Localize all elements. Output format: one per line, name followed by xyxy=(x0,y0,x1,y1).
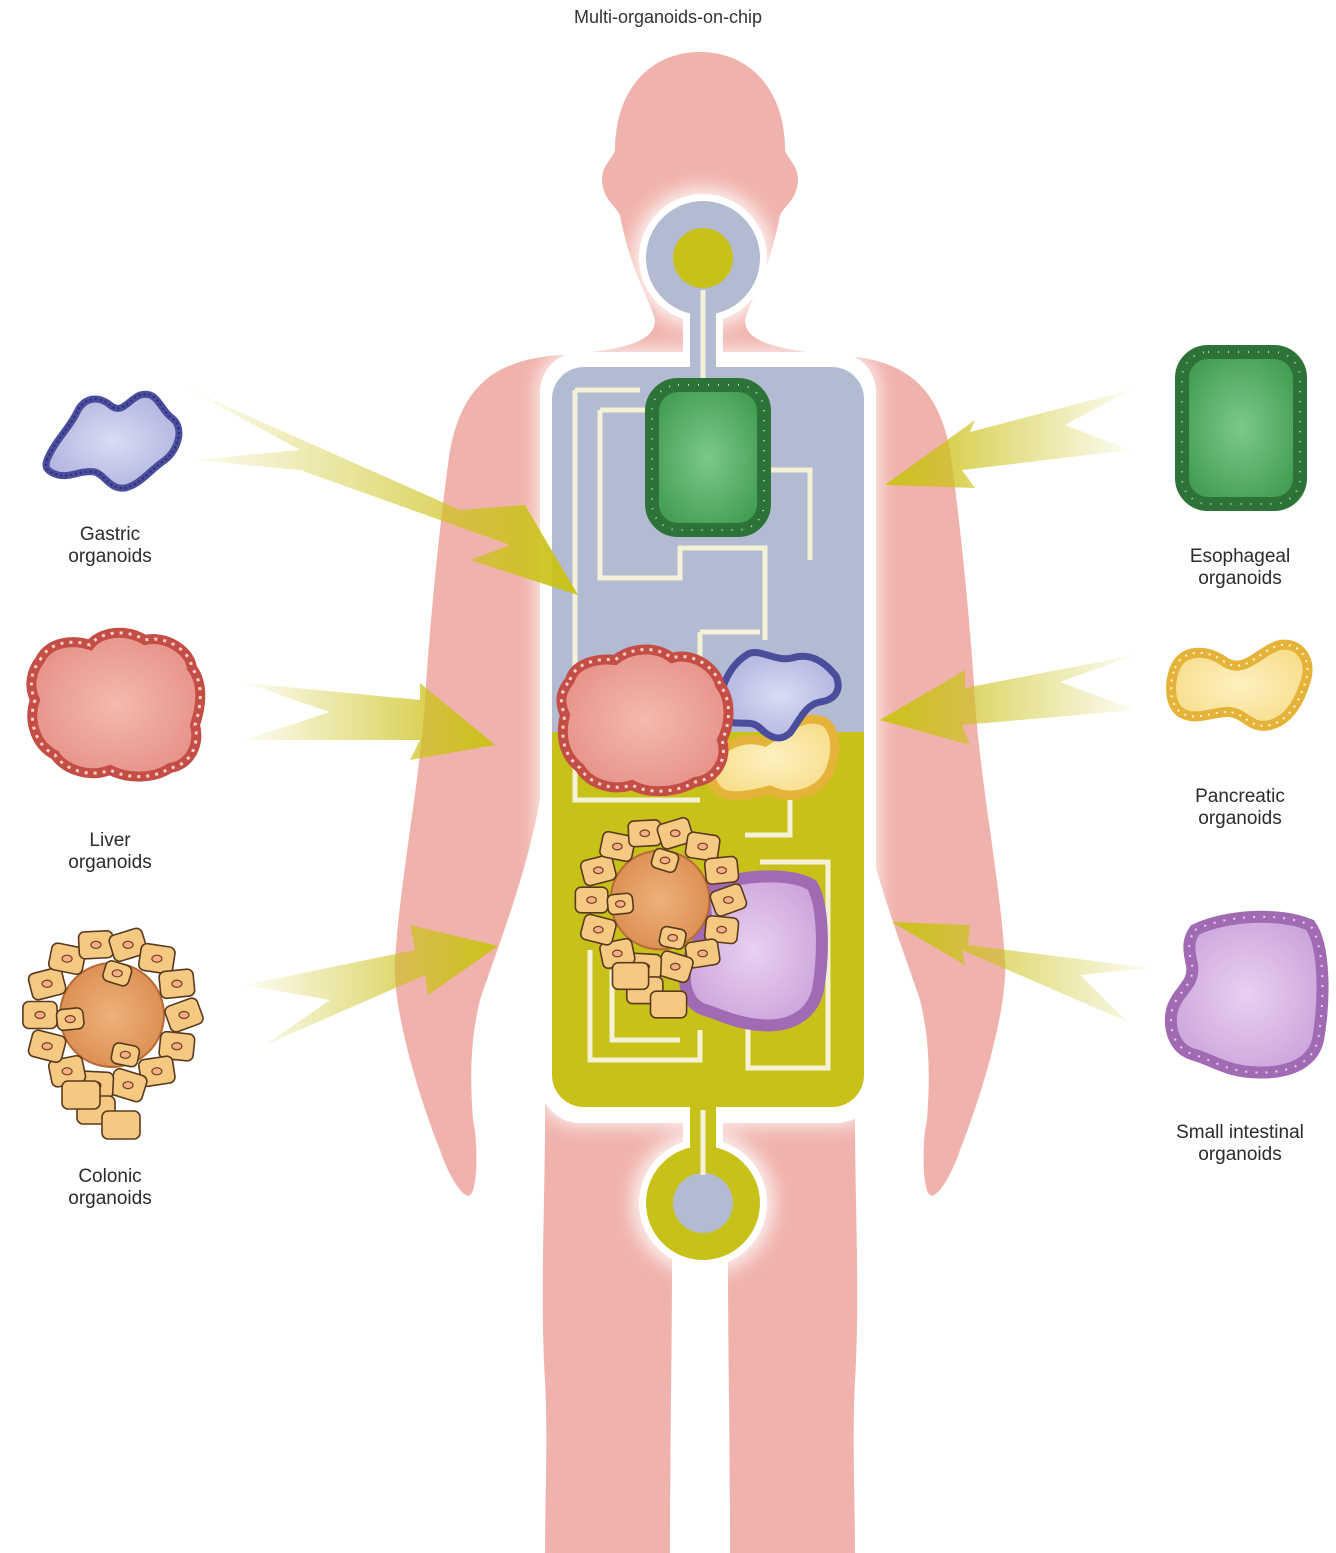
diagram-title: Multi-organoids-on-chip xyxy=(0,6,1336,28)
chip-esophageal-organoid-icon xyxy=(652,385,764,530)
arrows-right xyxy=(880,390,1150,1022)
chip-liver-organoid-icon xyxy=(561,650,728,792)
pancreatic-organoid-icon xyxy=(1171,645,1307,726)
small-intestinal-organoid-icon xyxy=(1171,917,1323,1073)
colonic-organoid-icon xyxy=(23,927,205,1139)
gastric-organoid-icon xyxy=(46,394,179,488)
esophageal-organoid-icon xyxy=(1182,352,1300,504)
liver-organoid-icon xyxy=(31,633,200,777)
